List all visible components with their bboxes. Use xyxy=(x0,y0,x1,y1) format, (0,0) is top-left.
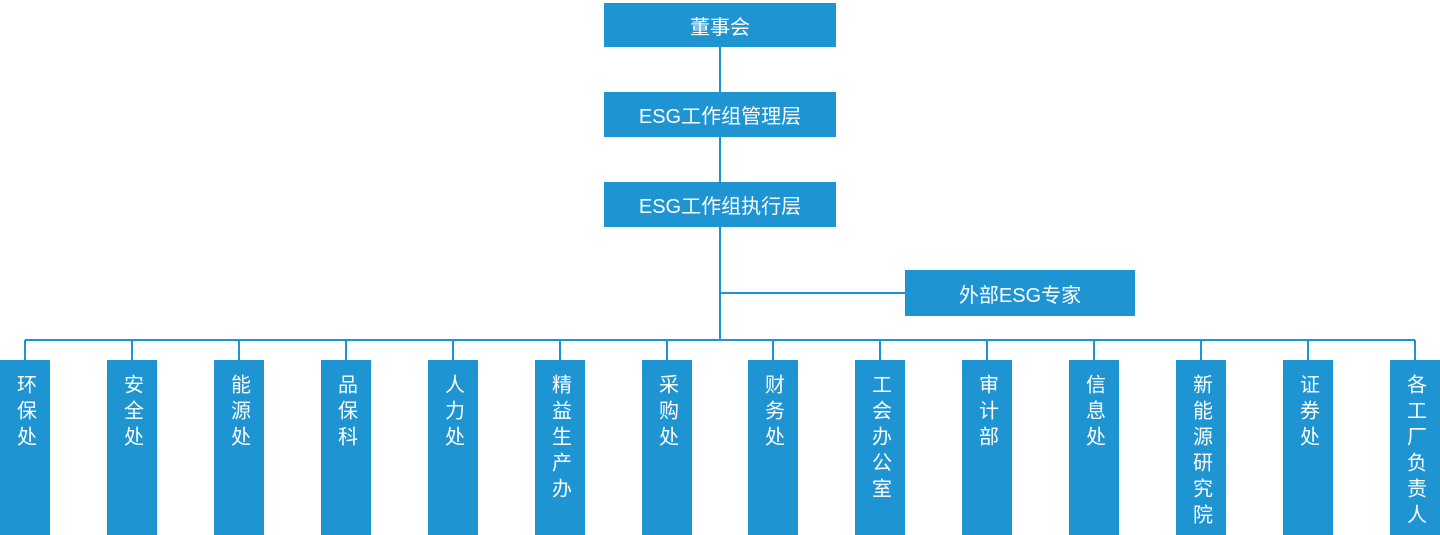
org-box-department-label: 信息处 xyxy=(1082,374,1105,452)
connector-department-stub xyxy=(345,340,347,360)
org-box-department: 工会办公室 xyxy=(855,360,905,535)
org-box-department-label: 精益生产办 xyxy=(548,374,571,504)
org-box-department-label: 安全处 xyxy=(120,374,143,452)
org-box-external-esg-expert: 外部ESG专家 xyxy=(905,270,1135,316)
connector-department-stub xyxy=(131,340,133,360)
connector-department-stub xyxy=(772,340,774,360)
org-box-department-label: 证券处 xyxy=(1296,374,1319,452)
org-box-department-label: 各工厂负责人 xyxy=(1403,374,1426,530)
org-box-department-label: 财务处 xyxy=(761,374,784,452)
connector-department-stub xyxy=(24,340,26,360)
org-box-esg-execution: ESG工作组执行层 xyxy=(604,182,836,227)
org-box-department: 能源处 xyxy=(214,360,264,535)
connector-department-stub xyxy=(238,340,240,360)
connector-department-stub xyxy=(1200,340,1202,360)
connector-department-stub xyxy=(986,340,988,360)
org-box-department-label: 审计部 xyxy=(975,374,998,452)
org-box-department: 新能源研究院 xyxy=(1176,360,1226,535)
org-box-department-label: 能源处 xyxy=(227,374,250,452)
org-box-esg-execution-label: ESG工作组执行层 xyxy=(638,196,802,218)
connector-departments-row xyxy=(25,339,1415,341)
org-box-department-label: 人力处 xyxy=(441,374,464,452)
connector-external-advisor xyxy=(720,292,905,294)
connector-execution-departments xyxy=(719,227,721,341)
org-box-department: 财务处 xyxy=(748,360,798,535)
org-box-department: 采购处 xyxy=(642,360,692,535)
connector-department-stub xyxy=(452,340,454,360)
org-box-department: 安全处 xyxy=(107,360,157,535)
connector-department-stub xyxy=(559,340,561,360)
org-box-department-label: 工会办公室 xyxy=(868,374,891,504)
connector-department-stub xyxy=(1414,340,1416,360)
org-box-department: 信息处 xyxy=(1069,360,1119,535)
org-box-department: 精益生产办 xyxy=(535,360,585,535)
org-box-department-label: 环保处 xyxy=(13,374,36,452)
org-box-department: 证券处 xyxy=(1283,360,1333,535)
org-box-board: 董事会 xyxy=(604,3,836,47)
org-box-department: 人力处 xyxy=(428,360,478,535)
org-box-department-label: 新能源研究院 xyxy=(1189,374,1212,530)
org-box-department-label: 品保科 xyxy=(334,374,357,452)
connector-department-stub xyxy=(1307,340,1309,360)
connector-department-stub xyxy=(1093,340,1095,360)
org-box-esg-management-label: ESG工作组管理层 xyxy=(638,106,802,128)
connector-board-management xyxy=(719,47,721,92)
org-box-board-label: 董事会 xyxy=(690,16,750,39)
connector-management-execution xyxy=(719,137,721,182)
connector-department-stub xyxy=(666,340,668,360)
org-box-department: 环保处 xyxy=(0,360,50,535)
org-box-department-label: 采购处 xyxy=(655,374,678,452)
org-box-department: 品保科 xyxy=(321,360,371,535)
org-box-esg-management: ESG工作组管理层 xyxy=(604,92,836,137)
org-box-external-esg-expert-label: 外部ESG专家 xyxy=(958,284,1082,307)
org-box-department: 各工厂负责人 xyxy=(1390,360,1440,535)
org-box-department: 审计部 xyxy=(962,360,1012,535)
connector-department-stub xyxy=(879,340,881,360)
